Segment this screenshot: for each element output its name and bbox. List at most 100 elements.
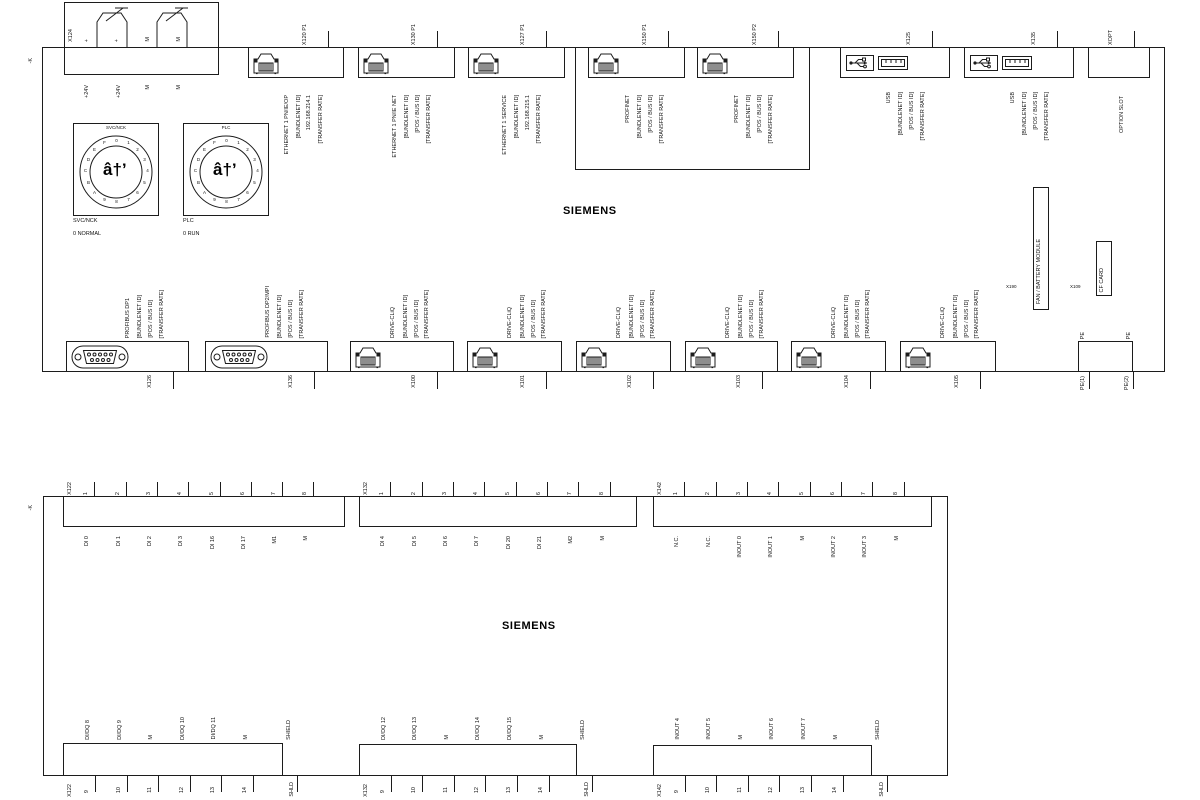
pin-number: 13	[506, 786, 512, 793]
pin-number: 5	[505, 491, 511, 495]
option-slot-xopt	[1088, 47, 1150, 78]
terminal-strip-x122-bottom	[63, 743, 283, 776]
pin-number: 10	[116, 786, 122, 793]
signal-label: INOUT 6	[769, 718, 775, 740]
pin-number: 8	[599, 491, 605, 495]
port-tick	[653, 372, 654, 389]
profibus-port-x136	[205, 341, 328, 372]
fan-battery-port: X190	[1006, 284, 1017, 289]
port-attr: [POS / BUS ID]	[415, 95, 421, 133]
signal-label: DI 16	[210, 536, 216, 550]
switch-plc-name: PLC	[183, 218, 194, 224]
port-attr: [TRANSFER RATE]	[974, 289, 980, 339]
dial-digit: D	[86, 157, 91, 162]
dial-digit: 3	[143, 157, 146, 162]
strip-label: X142	[657, 784, 663, 797]
pin-tick	[810, 482, 811, 496]
pin-tick	[313, 482, 314, 496]
pin-number: 2	[411, 491, 417, 495]
pin-tick	[453, 482, 454, 496]
drive-cliq-port-x102	[576, 341, 671, 372]
dial-digit: 5	[143, 180, 146, 185]
port-label: X103	[736, 375, 742, 388]
signal-label: DI 1	[116, 536, 122, 547]
signal-label: INOUT 5	[706, 718, 712, 740]
port-label: X126	[147, 375, 153, 388]
rj45-icon	[472, 347, 498, 369]
port-tick	[932, 31, 933, 47]
port-desc: PROFINET	[625, 95, 631, 123]
dial-digit: 3	[253, 157, 256, 162]
ethernet-port-x127	[468, 47, 565, 78]
rotary-switch-plc-title: PLC	[221, 125, 231, 130]
pin-tick	[484, 482, 485, 496]
rj45-icon	[355, 347, 381, 369]
signal-label: INOUT 0	[737, 536, 743, 558]
signal-label: M	[539, 735, 545, 740]
port-desc: USB	[886, 92, 892, 104]
pe-pin-label: PE(2)	[1124, 376, 1130, 391]
signal-label: INOUT 4	[675, 718, 681, 740]
pin-tick	[95, 776, 96, 792]
signal-label: M	[738, 735, 744, 740]
signal-label: DI 0	[84, 536, 90, 547]
port-attr: [TRANSFER RATE]	[426, 95, 432, 144]
dial-digit: F	[103, 140, 106, 145]
drive-cliq-port-x105	[900, 341, 996, 372]
pin-number: 1	[673, 491, 679, 495]
drive-cliq-port-x101	[467, 341, 562, 372]
port-attr: [POS / BUS ID]	[964, 300, 970, 338]
pin-number: 7	[861, 491, 867, 495]
power-net-label: +24V	[84, 85, 90, 98]
pin-tick	[841, 482, 842, 496]
pe-label: PE	[1126, 331, 1132, 339]
pin-number: 12	[179, 786, 185, 793]
pin-number: 6	[830, 491, 836, 495]
fan-battery-module	[1033, 187, 1049, 310]
pin-tick	[779, 776, 780, 792]
port-label: X150 P1	[642, 23, 648, 45]
pin-tick	[578, 482, 579, 496]
port-desc: ETHERNET 1 PN/IE/OP	[284, 95, 290, 155]
pin-tick	[485, 776, 486, 792]
port-attr: [BUNDLENET ID]	[137, 294, 143, 338]
pin-number: 13	[800, 786, 806, 793]
port-attr: [TRANSFER RATE]	[920, 92, 926, 141]
dial-digit: 6	[246, 190, 249, 195]
dial-pointer: â†’	[103, 160, 127, 179]
pin-tick	[127, 776, 128, 792]
pe-pin-label: PE(1)	[1080, 376, 1086, 391]
signal-label: M	[444, 735, 450, 740]
lower-module-tag: -K	[28, 504, 34, 511]
port-attr: [TRANSFER RATE]	[650, 289, 656, 339]
port-label: X136	[288, 375, 294, 388]
pin-number: 8	[302, 491, 308, 495]
pin-tick	[716, 482, 717, 496]
rj45-icon	[253, 53, 279, 75]
port-desc: DRIVE-CLiQ	[507, 306, 513, 338]
switch-plc-position: 0 RUN	[183, 231, 200, 237]
terminal-strip-x132-top	[359, 496, 637, 527]
pin-tick	[220, 482, 221, 496]
dial-digit: C	[83, 168, 88, 173]
port-label: X104	[844, 375, 850, 388]
pin-number: 14	[242, 786, 248, 793]
port-tick	[328, 31, 329, 47]
shield-label: SHIELD	[580, 720, 586, 740]
pin-number: 5	[799, 491, 805, 495]
port-tick	[980, 372, 981, 389]
port-attr: [POS / BUS ID]	[531, 300, 537, 338]
cf-card-port: X109	[1070, 284, 1081, 289]
shield-label: SHIELD	[875, 720, 881, 740]
pin-number: 4	[177, 491, 183, 495]
pin-tick	[549, 776, 550, 792]
dsub9-icon	[71, 345, 129, 369]
port-label: X120 P1	[302, 23, 308, 45]
port-attr: [POS / BUS ID]	[640, 300, 646, 338]
port-desc: ETHERNET 1 SERVICE	[502, 95, 508, 155]
port-label: X150 P2	[752, 23, 758, 45]
signal-label: DI/DQ 12	[381, 717, 387, 740]
port-label: X102	[627, 375, 633, 388]
port-label: X127 P1	[520, 23, 526, 45]
